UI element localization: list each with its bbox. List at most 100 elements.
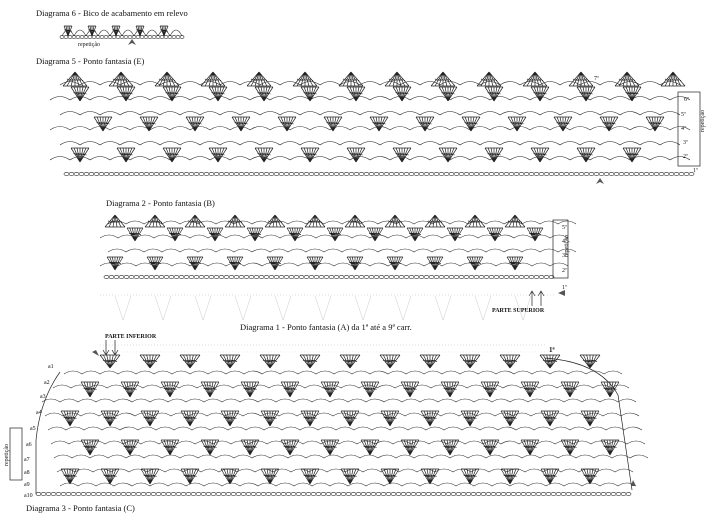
treble-fan — [379, 354, 401, 369]
treble-fan — [580, 410, 600, 427]
treble-fan — [162, 86, 182, 102]
treble-fan — [580, 468, 600, 485]
treble-fan — [576, 147, 596, 163]
treble-fan — [323, 116, 343, 132]
treble-fan — [553, 116, 573, 132]
diagram2-title: Diagrama 2 - Ponto fantasia (B) — [106, 198, 215, 208]
chain-stitches — [103, 275, 555, 279]
treble-fan — [126, 227, 144, 242]
treble-fan — [231, 116, 251, 132]
treble-fan — [260, 468, 280, 485]
treble-fan — [486, 227, 504, 242]
treble-fan — [180, 468, 200, 485]
chain-arches — [49, 96, 691, 101]
treble-fan — [299, 354, 321, 369]
treble-fan — [339, 354, 361, 369]
treble-fan — [160, 439, 180, 456]
treble-fan — [460, 410, 480, 427]
treble-fan — [304, 214, 326, 228]
treble-fan — [200, 381, 220, 398]
treble-fan — [208, 147, 228, 163]
treble-fan — [106, 256, 124, 271]
d3-row-label: a1 — [48, 364, 54, 370]
treble-fan — [162, 147, 182, 163]
d2-row-label: 4ª — [562, 239, 567, 245]
light-fan — [314, 295, 332, 321]
start-arrow — [596, 178, 604, 184]
chain-stitches — [59, 35, 185, 39]
treble-fan — [392, 147, 412, 163]
d5-row-label: 5ª — [681, 112, 686, 118]
treble-fan — [500, 410, 520, 427]
treble-fan — [614, 71, 640, 87]
d5-row-label: 4ª — [681, 126, 686, 132]
treble-fan — [154, 71, 180, 87]
treble-fan — [406, 227, 424, 242]
treble-fan — [366, 227, 384, 242]
treble-fan — [622, 86, 642, 102]
treble-fan — [219, 354, 241, 369]
treble-fan — [461, 116, 481, 132]
diagram6-repeat-label: repetição — [78, 42, 100, 48]
repeat-bracket — [677, 91, 701, 167]
treble-fan — [506, 256, 524, 271]
treble-fan — [466, 256, 484, 271]
treble-fan — [480, 439, 500, 456]
diagram3-title: Diagrama 3 - Ponto fantasia (C) — [26, 503, 135, 513]
treble-fan — [300, 86, 320, 102]
treble-fan — [384, 214, 406, 228]
d5-row-label: 7ª — [594, 76, 599, 82]
start-arrow — [92, 350, 99, 356]
treble-fan — [568, 71, 594, 87]
chain-arches — [41, 398, 637, 403]
light-fan — [394, 295, 412, 321]
treble-fan — [186, 256, 204, 271]
treble-fan — [179, 354, 201, 369]
treble-fan — [116, 147, 136, 163]
treble-fan — [60, 468, 80, 485]
d2-row-label: 2ª — [562, 268, 567, 274]
treble-fan — [240, 381, 260, 398]
treble-fan — [246, 71, 272, 87]
chain-arches — [59, 111, 681, 116]
treble-fan — [476, 71, 502, 87]
treble-fan — [660, 71, 686, 87]
d3-row-label: a9 — [24, 482, 30, 488]
bottom-part-label: PARTE INFERIOR — [105, 334, 157, 340]
chain-arches — [49, 156, 691, 161]
chain-arches — [59, 141, 681, 146]
treble-fan — [306, 256, 324, 271]
d3-row-label: a6 — [26, 442, 32, 448]
light-fan — [474, 295, 492, 321]
diagram1-row-label: 1ª — [549, 346, 555, 354]
d3-row-label: a7 — [24, 457, 30, 463]
treble-fan — [599, 116, 619, 132]
treble-fan — [224, 214, 246, 228]
treble-fan — [100, 410, 120, 427]
light-fan — [114, 295, 132, 321]
d3-row-label: a8 — [24, 470, 30, 476]
treble-fan — [346, 147, 366, 163]
treble-fan — [200, 71, 226, 87]
treble-fan — [280, 381, 300, 398]
d3-row-label: a5 — [30, 426, 36, 432]
treble-fan — [386, 256, 404, 271]
treble-fan — [540, 468, 560, 485]
treble-fan — [459, 354, 481, 369]
treble-fan — [220, 468, 240, 485]
d2-row-label: 3ª — [562, 253, 567, 259]
treble-fan — [499, 354, 521, 369]
treble-fan — [104, 214, 126, 228]
treble-fan — [139, 354, 161, 369]
start-arrow — [631, 480, 636, 486]
d5-row-label: 3ª — [683, 140, 688, 146]
treble-fan — [140, 410, 160, 427]
light-fan — [274, 295, 292, 321]
treble-fan — [530, 86, 550, 102]
treble-fan — [320, 381, 340, 398]
treble-fan — [63, 25, 73, 37]
d2-row-label: 5ª — [562, 225, 567, 231]
chain-arches — [99, 262, 569, 267]
diagram5-title: Diagrama 5 - Ponto fantasia (E) — [36, 56, 145, 66]
